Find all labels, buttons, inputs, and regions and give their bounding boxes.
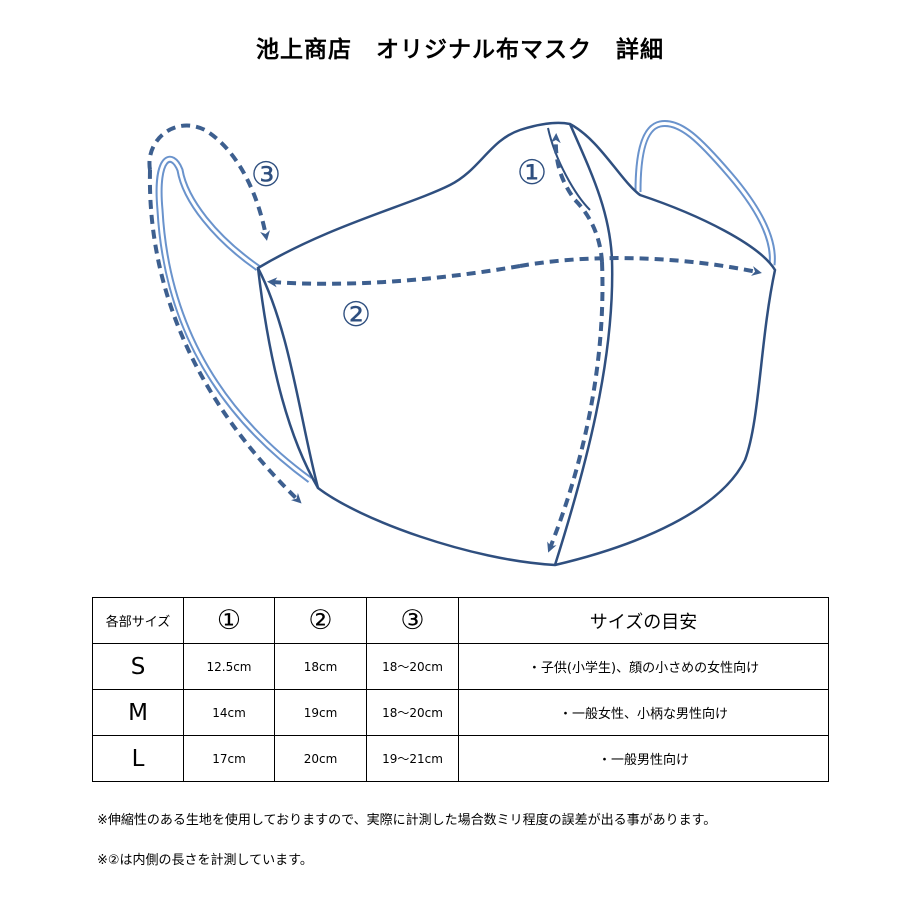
size-table: 各部サイズ ① ② ③ サイズの目安 S 12.5cm 18cm 18〜20cm… <box>92 597 829 782</box>
value-1: 14cm <box>183 689 275 736</box>
right-ear-loop <box>634 120 776 266</box>
value-1: 17cm <box>183 735 275 782</box>
arrow-1 <box>547 133 605 553</box>
size-name: M <box>92 689 184 736</box>
note-tolerance: ※伸縮性のある生地を使用しておりますので、実際に計測した場合数ミリ程度の誤差が出… <box>97 813 717 828</box>
label-3: ③ <box>251 155 281 195</box>
value-3: 19〜21cm <box>366 735 459 782</box>
table-header-row: 各部サイズ ① ② ③ サイズの目安 <box>92 597 829 644</box>
table-row: S 12.5cm 18cm 18〜20cm ・子供(小学生)、顔の小さめの女性向… <box>92 643 829 690</box>
header-col-1: ① <box>183 597 275 644</box>
mask-diagram: ① ② ③ <box>147 120 777 567</box>
header-size-label: 各部サイズ <box>92 597 184 644</box>
value-2: 18cm <box>274 643 367 690</box>
value-2: 19cm <box>274 689 367 736</box>
size-name: L <box>92 735 184 782</box>
arrow-3 <box>147 123 302 504</box>
value-2: 20cm <box>274 735 367 782</box>
value-3: 18〜20cm <box>366 689 459 736</box>
table-row: M 14cm 19cm 18〜20cm ・一般女性、小柄な男性向け <box>92 689 829 736</box>
label-1: ① <box>517 153 547 193</box>
left-ear-loop <box>155 155 313 483</box>
mask-body <box>256 121 777 567</box>
value-3: 18〜20cm <box>366 643 459 690</box>
arrow-2 <box>267 256 762 288</box>
size-name: S <box>92 643 184 690</box>
value-1: 12.5cm <box>183 643 275 690</box>
header-guide: サイズの目安 <box>458 597 829 644</box>
size-guide: ・一般男性向け <box>458 735 829 782</box>
page-title: 池上商店 オリジナル布マスク 詳細 <box>256 37 664 63</box>
note-inner-length: ※②は内側の長さを計測しています。 <box>97 853 313 868</box>
notes: ※伸縮性のある生地を使用しておりますので、実際に計測した場合数ミリ程度の誤差が出… <box>97 811 837 871</box>
size-guide: ・一般女性、小柄な男性向け <box>458 689 829 736</box>
label-2: ② <box>341 295 371 335</box>
header-col-3: ③ <box>366 597 459 644</box>
size-guide: ・子供(小学生)、顔の小さめの女性向け <box>458 643 829 690</box>
table-row: L 17cm 20cm 19〜21cm ・一般男性向け <box>92 735 829 782</box>
header-col-2: ② <box>274 597 367 644</box>
